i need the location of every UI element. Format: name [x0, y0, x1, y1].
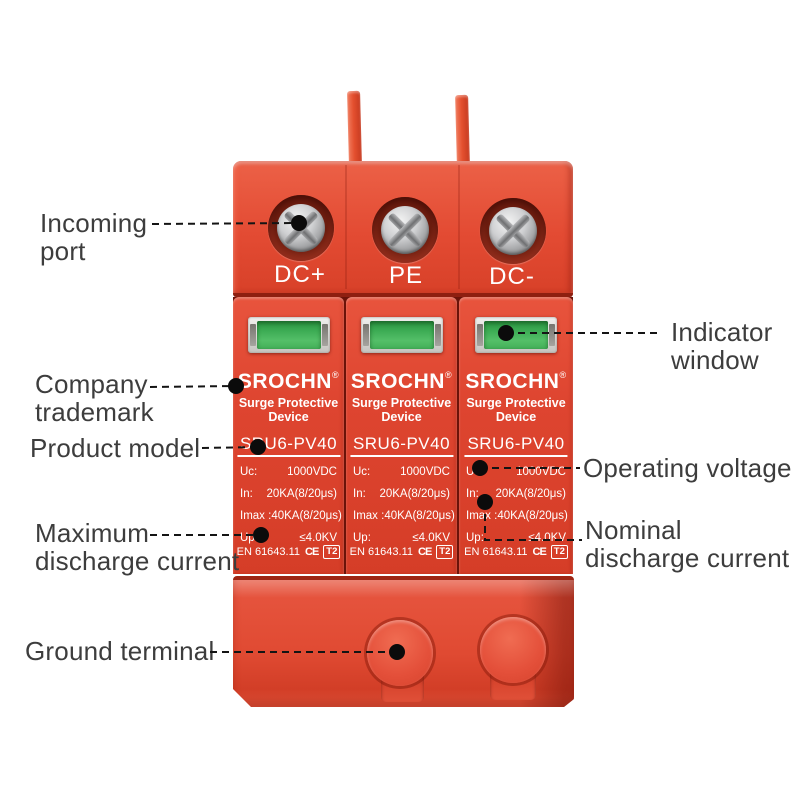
terminal-screw-pe: [372, 197, 438, 263]
registered-mark: ®: [444, 370, 453, 380]
indicator-window-green: [256, 321, 321, 349]
spec-row-imax: Imax :40KA(8/20μs): [240, 510, 342, 522]
indicator-window: [475, 317, 557, 353]
spec-row-imax: Imax :40KA(8/20μs): [466, 510, 568, 522]
callout-product-model: Product model: [30, 433, 201, 463]
standard-label: EN 61643.11: [464, 546, 528, 558]
brand-logo: SROCHN®: [465, 370, 567, 393]
module-2: SROCHN® Surge Protective Device SRU6-PV4…: [346, 297, 457, 574]
spec-row-imax: Imax :40KA(8/20μs): [353, 510, 455, 522]
model-number: SRU6-PV40: [349, 435, 454, 457]
block-seam: [458, 165, 460, 289]
certification-row: EN 61643.11 CE T2: [233, 545, 344, 559]
spec-row-in: In:20KA(8/20μs): [353, 488, 450, 500]
t2-class-badge: T2: [550, 545, 568, 559]
terminal-screw-dc-minus: [480, 198, 546, 264]
spec-row-in: In:20KA(8/20μs): [466, 488, 566, 500]
indicator-window: [360, 317, 443, 353]
brand-logo: SROCHN®: [237, 370, 340, 393]
standard-label: EN 61643.11: [349, 546, 414, 558]
registered-mark: ®: [559, 370, 567, 380]
spec-row-uc: Uc:1000VDC: [466, 466, 566, 478]
spec-row-in: In:20KA(8/20μs): [240, 488, 337, 500]
callout-incoming-port: Incoming port: [40, 208, 148, 266]
terminal-label-dc-plus: DC+: [274, 261, 326, 288]
module-1: SROCHN® Surge Protective Device SRU6-PV4…: [233, 297, 344, 574]
registered-mark: ®: [331, 370, 340, 380]
spec-table: Uc:1000VDC In:20KA(8/20μs) Imax :40KA(8/…: [346, 461, 457, 549]
terminal-label-dc-minus: DC-: [489, 263, 535, 290]
callout-ground-terminal: Ground terminal: [25, 636, 215, 666]
mounting-pin-right: [455, 94, 470, 166]
screw-icon: [277, 204, 325, 252]
spec-row-uc: Uc:1000VDC: [353, 466, 450, 478]
terminal-label-pe: PE: [388, 262, 423, 289]
product-subtitle: Surge Protective Device: [466, 396, 566, 424]
product-subtitle: Surge Protective Device: [238, 396, 339, 424]
standard-label: EN 61643.11: [236, 546, 301, 558]
callout-operating-voltage: Operating voltage: [583, 453, 792, 483]
ce-mark-icon: CE: [418, 546, 432, 558]
t2-class-badge: T2: [323, 545, 341, 559]
model-number: SRU6-PV40: [464, 435, 568, 457]
ground-terminal-knockout-2: [480, 617, 546, 683]
product-subtitle: Surge Protective Device: [351, 396, 452, 424]
indicator-window-green: [484, 321, 548, 349]
callout-company-trademark: Company trademark: [35, 369, 154, 427]
block-seam: [345, 165, 347, 289]
spec-table: Uc:1000VDC In:20KA(8/20μs) Imax :40KA(8/…: [459, 461, 573, 549]
indicator-window: [247, 317, 330, 353]
model-number: SRU6-PV40: [236, 435, 341, 457]
brand-logo: SROCHN®: [350, 370, 453, 393]
ground-terminal-knockout-1: [367, 620, 433, 686]
module-row: SROCHN® Surge Protective Device SRU6-PV4…: [233, 297, 573, 574]
callout-maximum-discharge-current: Maximum discharge current: [35, 518, 240, 576]
terminal-screw-dc-plus: [268, 195, 334, 261]
callout-line-company-trademark: [149, 385, 237, 388]
spec-row-uc: Uc:1000VDC: [240, 466, 337, 478]
certification-row: EN 61643.11 CE T2: [346, 545, 457, 559]
screw-icon: [381, 206, 429, 254]
callout-indicator-window: Indicator window: [671, 317, 773, 375]
module-3: SROCHN® Surge Protective Device SRU6-PV4…: [459, 297, 573, 574]
mounting-pin-left: [347, 90, 362, 166]
indicator-window-green: [369, 321, 434, 349]
ce-mark-icon: CE: [532, 546, 547, 558]
spec-table: Uc:1000VDC In:20KA(8/20μs) Imax :40KA(8/…: [233, 461, 344, 549]
screw-icon: [489, 207, 537, 255]
ce-mark-icon: CE: [305, 546, 319, 558]
spec-row-up: Up:≤4.0KV: [353, 532, 450, 544]
callout-nominal-discharge-current: Nominal discharge current: [585, 515, 790, 573]
t2-class-badge: T2: [436, 545, 454, 559]
bottom-base: [233, 576, 574, 707]
certification-row: EN 61643.11 CE T2: [459, 545, 573, 559]
